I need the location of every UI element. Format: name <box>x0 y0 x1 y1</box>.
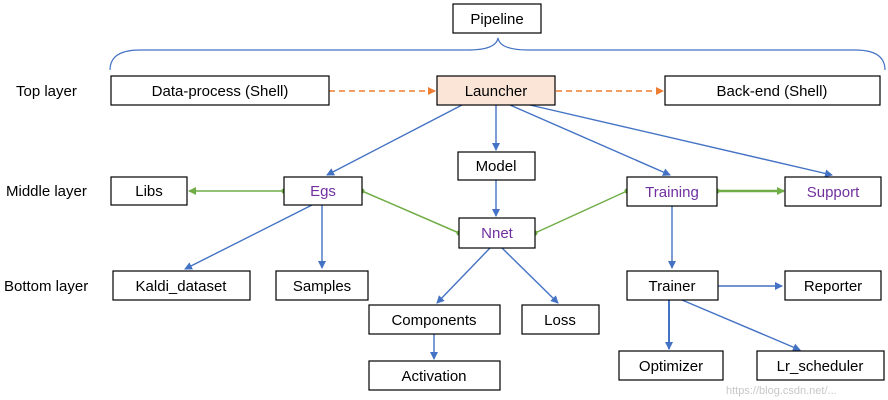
node-optimizer: Optimizer <box>618 350 724 381</box>
node-libs: Libs <box>110 176 188 206</box>
node-activation: Activation <box>368 360 501 391</box>
node-nnet: Nnet <box>458 217 536 249</box>
layer-label-top: Top layer <box>16 83 77 100</box>
node-back-end: Back-end (Shell) <box>664 75 881 106</box>
edge-launcher-support <box>529 104 833 178</box>
svg-text:Model: Model <box>476 158 517 175</box>
svg-text:Optimizer: Optimizer <box>639 358 703 375</box>
edge-egs-nnet <box>359 188 462 236</box>
svg-text:Pipeline: Pipeline <box>470 11 523 28</box>
svg-text:Activation: Activation <box>401 368 466 385</box>
edge-egs-kaldi <box>184 204 313 270</box>
svg-text:Lr_scheduler: Lr_scheduler <box>777 358 864 375</box>
svg-text:Reporter: Reporter <box>804 278 862 295</box>
node-pipeline: Pipeline <box>452 3 542 34</box>
node-components: Components <box>368 304 501 335</box>
node-kaldi-dataset: Kaldi_dataset <box>112 270 251 301</box>
svg-text:Loss: Loss <box>544 312 576 329</box>
layer-label-middle: Middle layer <box>6 183 87 200</box>
edge-trainer-lrscheduler <box>681 299 801 351</box>
node-data-process: Data-process (Shell) <box>110 75 330 106</box>
node-launcher: Launcher <box>436 75 556 106</box>
pipeline-brace <box>109 37 886 71</box>
watermark-text: https://blog.csdn.net/... <box>726 385 837 397</box>
node-support: Support <box>784 176 882 207</box>
svg-text:Samples: Samples <box>293 278 351 295</box>
svg-text:Nnet: Nnet <box>481 225 514 242</box>
edge-nnet-loss <box>501 247 559 304</box>
node-loss: Loss <box>521 304 600 335</box>
svg-text:Kaldi_dataset: Kaldi_dataset <box>136 278 228 295</box>
layer-label-bottom: Bottom layer <box>4 278 88 295</box>
svg-text:Trainer: Trainer <box>649 278 696 295</box>
node-reporter: Reporter <box>784 270 882 301</box>
node-training: Training <box>626 176 718 207</box>
svg-text:Libs: Libs <box>135 183 163 200</box>
edge-launcher-egs <box>326 104 463 176</box>
edge-nnet-components <box>436 247 491 304</box>
svg-text:Data-process (Shell): Data-process (Shell) <box>152 83 289 100</box>
node-model: Model <box>457 151 536 181</box>
svg-text:Support: Support <box>807 184 860 201</box>
node-lr-scheduler: Lr_scheduler <box>756 350 885 381</box>
node-samples: Samples <box>275 270 369 301</box>
svg-text:Launcher: Launcher <box>465 83 528 100</box>
node-trainer: Trainer <box>626 270 719 301</box>
edge-training-nnet <box>532 188 630 236</box>
node-egs: Egs <box>283 176 363 206</box>
svg-text:Egs: Egs <box>310 183 336 200</box>
svg-text:Back-end (Shell): Back-end (Shell) <box>717 83 828 100</box>
svg-text:Training: Training <box>645 184 699 201</box>
svg-text:Components: Components <box>391 312 476 329</box>
edge-launcher-training <box>509 104 671 176</box>
